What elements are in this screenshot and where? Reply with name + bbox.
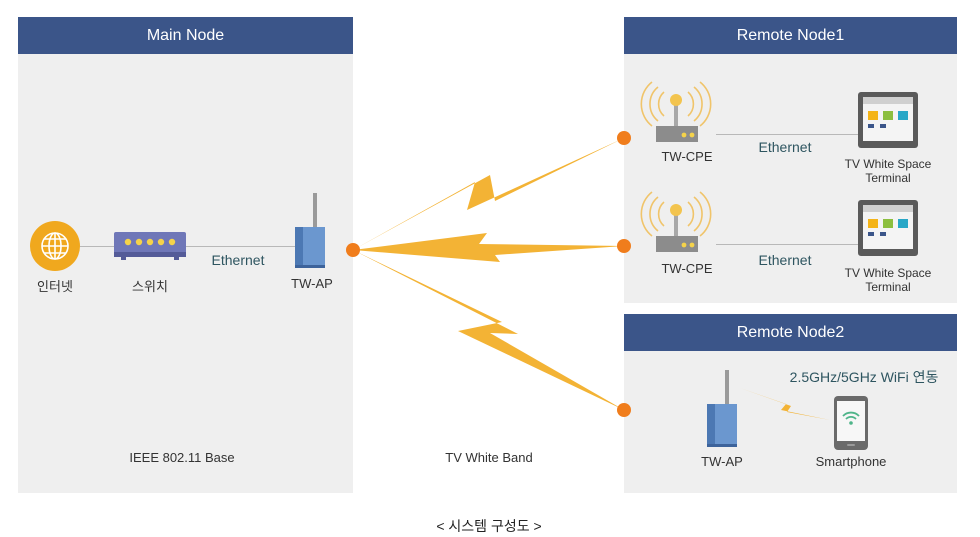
terminal2-label: TV White Space Terminal [845,266,932,294]
smartphone-icon [834,396,868,450]
figure-caption: < 시스템 구성도 > [436,518,542,534]
switch-label: 스위치 [132,279,168,294]
cpe-antenna-icon [640,81,712,142]
bolt-to-cpe1 [353,138,624,250]
cpe2-label: TW-CPE [661,261,713,276]
terminal2-line2: Terminal [865,280,911,294]
node2-link-dot [617,403,631,417]
node2-ap-label: TW-AP [701,454,743,469]
tablet-terminal-icon [858,200,918,256]
tv-white-band-label: TV White Band [445,450,533,465]
remote-node2-panel: Remote Node2 [624,314,957,493]
main-node-title: Main Node [18,17,353,54]
bolt-to-cpe2 [353,233,624,262]
switch-icon [114,232,186,260]
switch-ap-line [185,246,295,247]
access-point-icon [295,193,325,268]
access-point-icon [707,370,737,447]
cpe2-link-dot [617,239,631,253]
base-label: IEEE 802.11 Base [129,450,235,465]
bolt-to-node2 [353,250,624,410]
internet-label: 인터넷 [37,279,73,294]
cpe2-ethernet-label: Ethernet [758,252,812,268]
main-ethernet-label: Ethernet [211,252,265,268]
main-link-dot [346,243,360,257]
terminal1-label: TV White Space Terminal [845,157,932,185]
smartphone-label: Smartphone [815,454,887,469]
tablet-terminal-icon [858,92,918,148]
cpe1-ethernet-label: Ethernet [758,139,812,155]
wifi-label: 2.5GHz/5GHz WiFi 연동 [789,369,939,385]
internet-switch-line [80,246,116,247]
remote-node2-title: Remote Node2 [624,314,957,351]
cpe1-label: TW-CPE [661,149,713,164]
terminal2-line1: TV White Space [844,266,932,280]
remote-node1-title: Remote Node1 [624,17,957,54]
terminal1-line1: TV White Space [844,157,932,171]
cpe1-terminal-line [716,134,859,135]
cpe-antenna-icon [640,191,712,252]
cpe2-terminal-line [716,244,859,245]
remote-node1-panel: Remote Node1 [624,17,957,303]
cpe1-link-dot [617,131,631,145]
globe-icon [30,221,80,271]
terminal1-line2: Terminal [865,171,911,185]
main-ap-label: TW-AP [291,276,333,291]
